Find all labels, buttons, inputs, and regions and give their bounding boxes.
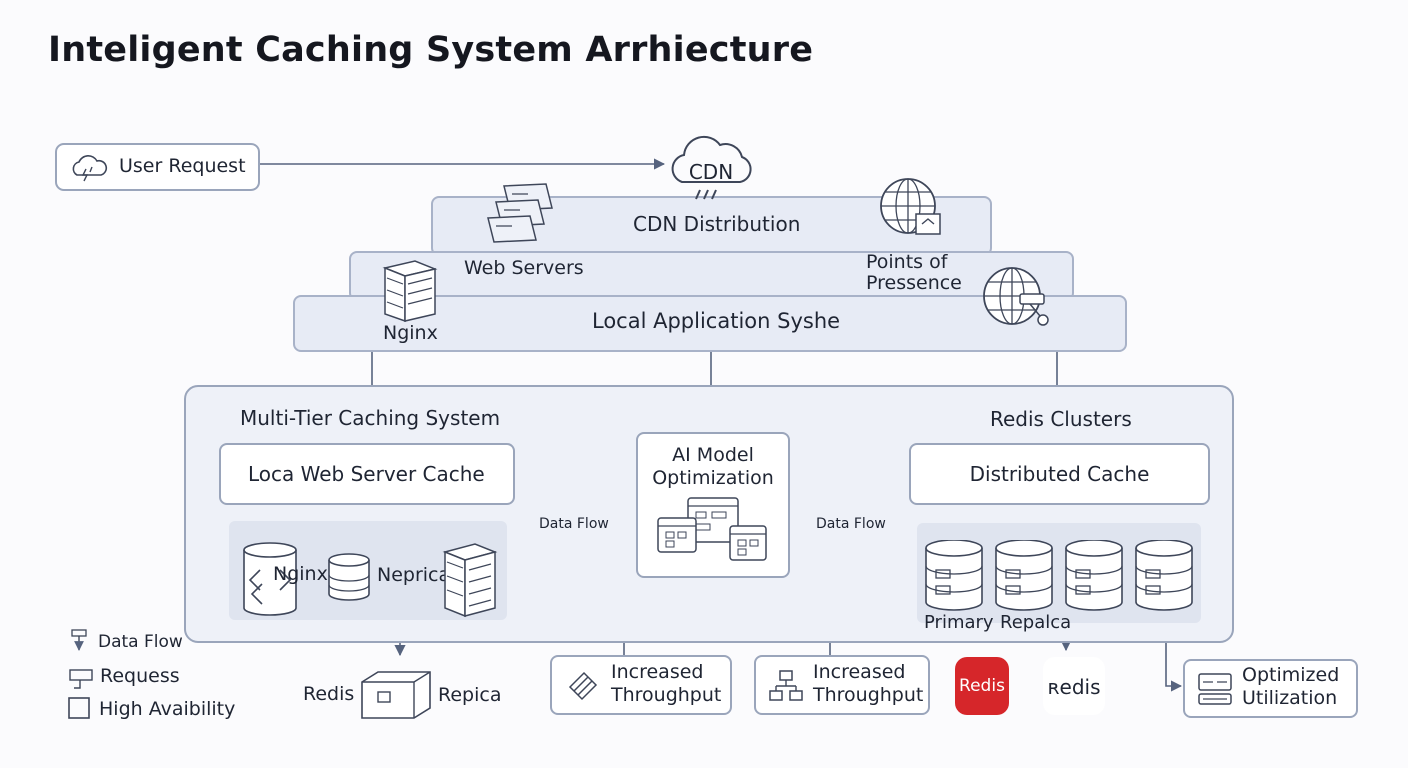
multi-tier-title: Multi-Tier Caching System [240,406,501,430]
throughput-2-label: Increased Throughput [813,661,924,706]
layers-icon [568,671,598,701]
database-icon [328,553,370,601]
local-web-server-cache-node[interactable]: Loca Web Server Cache [219,443,515,505]
legend-high-availability: High Avaibility [99,698,236,720]
monitor-stack-icon [1198,673,1232,705]
legend-icons [68,629,93,719]
distributed-cache-label: Distributed Cache [969,462,1150,486]
server-tower-icon [442,543,498,618]
web-servers-band [349,251,1074,301]
optimized-utilization-label: Optimized Utilization [1242,664,1340,709]
legend-request: Requess [100,665,180,687]
redis-red-logo-text: Redis [959,676,1005,696]
nginx-cache-label: Nginx [273,563,328,585]
throughput-1-label: Increased Throughput [611,661,722,706]
redis-plain-logo: ʀedis [1043,657,1105,715]
primary-label: Primary [924,612,994,633]
replica-label: Repalca [1000,612,1072,633]
ai-model-optimization-node[interactable]: AI Model Optimization [636,432,790,578]
user-request-node[interactable]: User Request [55,143,260,191]
repica-label: Repica [438,684,502,706]
user-request-label: User Request [119,155,246,177]
optimized-utilization-node[interactable]: Optimized Utilization [1183,659,1358,718]
globe-pop-icon [880,178,941,235]
web-servers-label: Web Servers [464,257,584,279]
data-flow-right-label: Data Flow [816,516,886,532]
ai-model-label: AI Model Optimization [652,444,774,489]
flowchart-icon [769,670,803,701]
redis-box-icon [361,671,431,719]
globe-network-icon [983,267,1049,326]
redis-plain-logo-text: ʀedis [1047,675,1101,699]
increased-throughput-node-2[interactable]: Increased Throughput [754,655,930,715]
cdn-cloud-icon [671,135,752,200]
legend-data-flow: Data Flow [98,632,183,652]
distributed-cache-node[interactable]: Distributed Cache [909,443,1210,505]
local-application-label: Local Application Syshe [592,309,841,333]
page-title: Inteligent Caching System Arrhiecture [48,30,814,70]
redis-bottom-left-label: Redis [303,683,355,705]
cdn-cloud-label: CDN [688,160,734,184]
cdn-distribution-label: CDN Distribution [633,212,801,236]
points-of-presence-label: Points of Pressence [866,251,962,294]
rack-server-icon [382,260,438,322]
data-flow-left-label: Data Flow [539,516,609,532]
redis-red-logo: Redis [955,657,1009,715]
local-cache-label: Loca Web Server Cache [248,462,485,486]
nginx-cylinder-icon [243,542,297,616]
neprica-label: Neprica [377,564,451,586]
redis-clusters-title: Redis Clusters [990,407,1132,431]
nginx-top-label: Nginx [383,322,438,344]
increased-throughput-node-1[interactable]: Increased Throughput [550,655,732,715]
redis-node-cylinders [925,540,1193,611]
dashboard-windows-icon [657,497,767,561]
server-stack-icon [487,183,553,243]
cloud-request-icon [72,155,108,182]
